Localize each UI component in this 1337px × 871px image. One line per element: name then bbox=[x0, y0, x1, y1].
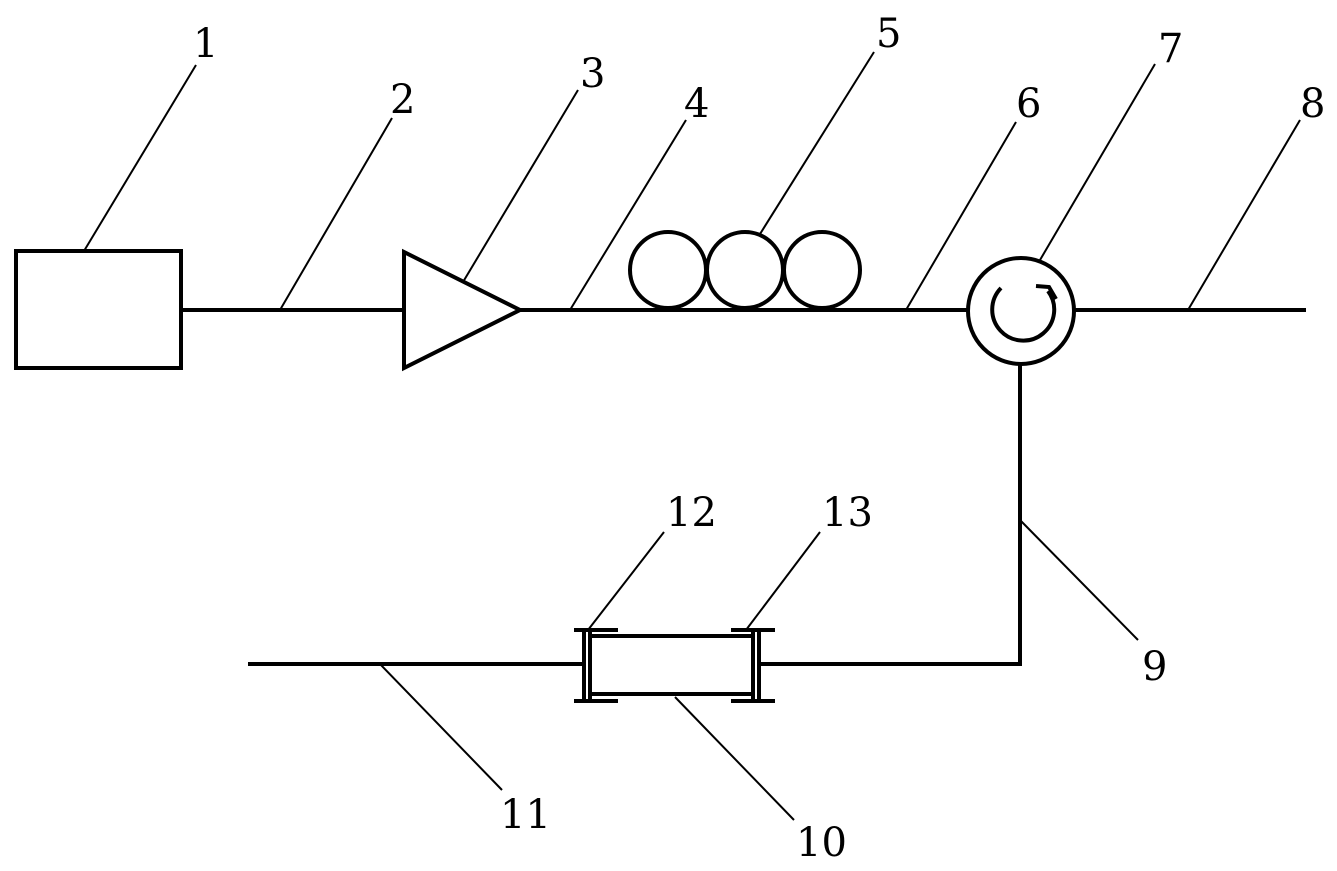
leader-7 bbox=[1039, 63, 1156, 261]
leader-3 bbox=[462, 89, 579, 283]
circulator-arrow-arc bbox=[990, 286, 1057, 343]
label-10: 10 bbox=[796, 820, 847, 866]
label-1: 1 bbox=[193, 21, 218, 67]
leader-4 bbox=[569, 119, 687, 311]
fiber-coil-5 bbox=[628, 230, 862, 310]
leader-2 bbox=[279, 117, 393, 311]
leader-10 bbox=[674, 696, 795, 821]
leader-12 bbox=[587, 531, 665, 631]
leader-5 bbox=[759, 51, 875, 235]
leader-1 bbox=[83, 64, 197, 252]
label-13: 13 bbox=[822, 490, 873, 536]
coil-loop-middle bbox=[705, 230, 785, 310]
coil-loop-left bbox=[628, 230, 708, 310]
label-4: 4 bbox=[684, 81, 709, 127]
leader-lines bbox=[83, 51, 1301, 821]
label-11: 11 bbox=[500, 792, 551, 838]
coil-loop-right bbox=[782, 230, 862, 310]
label-9: 9 bbox=[1142, 644, 1167, 690]
circulator-7 bbox=[966, 256, 1076, 366]
label-6: 6 bbox=[1016, 81, 1041, 127]
label-12: 12 bbox=[666, 490, 717, 536]
fiber-9 bbox=[758, 364, 1022, 666]
circulator-outer-circle bbox=[966, 256, 1076, 366]
component-10-assembly bbox=[574, 628, 775, 703]
leader-6 bbox=[905, 121, 1017, 311]
leader-13 bbox=[745, 531, 821, 631]
leader-9 bbox=[1019, 519, 1139, 641]
label-7: 7 bbox=[1158, 26, 1183, 72]
label-3: 3 bbox=[580, 51, 605, 97]
leader-8 bbox=[1187, 119, 1301, 311]
end-cap-13 bbox=[731, 628, 775, 703]
component-1-box bbox=[14, 249, 183, 370]
component-10-body bbox=[588, 634, 755, 696]
label-8: 8 bbox=[1300, 81, 1325, 127]
leader-11 bbox=[379, 663, 503, 791]
amplifier-3-triangle bbox=[402, 248, 525, 372]
reference-labels: 1 2 3 4 5 6 7 8 9 10 11 12 13 bbox=[193, 11, 1325, 866]
label-2: 2 bbox=[390, 77, 415, 123]
circulator-arrow-head bbox=[1035, 284, 1058, 301]
label-5: 5 bbox=[876, 11, 901, 57]
